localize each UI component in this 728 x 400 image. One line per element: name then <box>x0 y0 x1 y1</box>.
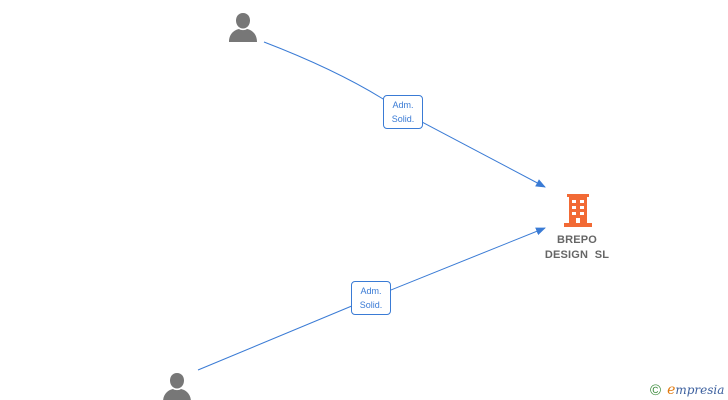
company-name-line2: DESIGN SL <box>544 249 610 261</box>
company-name[interactable]: BREPO DESIGN SL <box>527 233 627 263</box>
copyright-icon: © <box>650 381 662 399</box>
person-icon[interactable] <box>229 13 257 42</box>
brand-name-rest: mpresia <box>675 383 725 397</box>
brand-watermark[interactable]: © empresia <box>650 380 724 400</box>
brand-logo: empresia <box>667 382 724 398</box>
relation-label-line1: Adm. <box>392 100 414 110</box>
person-icon[interactable] <box>163 373 191 400</box>
relation-label-bottom[interactable]: Adm. Solid. <box>351 281 391 315</box>
relation-label-line2: Solid. <box>359 300 383 310</box>
relation-label-line2: Solid. <box>391 114 415 124</box>
brand-initial: e <box>667 382 676 398</box>
relation-label-line1: Adm. <box>360 286 382 296</box>
building-icon[interactable] <box>564 194 592 227</box>
company-name-line1: BREPO <box>556 234 598 246</box>
relation-label-top[interactable]: Adm. Solid. <box>383 95 423 129</box>
